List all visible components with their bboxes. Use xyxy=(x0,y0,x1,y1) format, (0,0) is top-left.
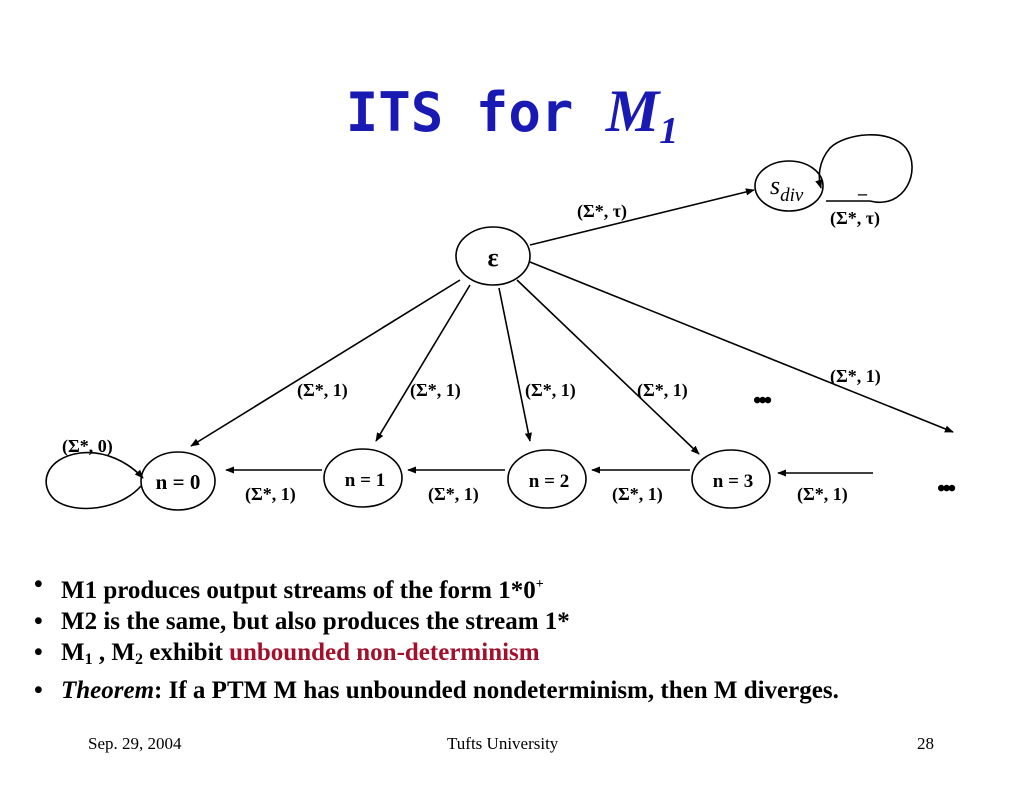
label-sdiv-loop-mark: – xyxy=(857,183,868,203)
node-n1 xyxy=(323,448,403,508)
title-prefix: ITS for xyxy=(345,81,606,144)
bullet-item: M1 produces output streams of the form 1… xyxy=(34,569,839,606)
n1-label: n = 1 xyxy=(345,470,385,491)
label-eps-to-n1: (Σ*, 1) xyxy=(410,380,461,401)
footer-date: Sep. 29, 2004 xyxy=(88,734,182,753)
ellipsis-top: ••• xyxy=(753,388,772,414)
ellipsis-right: ••• xyxy=(937,476,956,502)
loop-n0 xyxy=(45,451,144,510)
label-n2-to-n1: (Σ*, 1) xyxy=(428,484,479,505)
edge-eps-to-more xyxy=(529,261,954,433)
bullet-item: M1 , M2 exhibit unbounded non-determinis… xyxy=(34,637,839,675)
n0-label: n = 0 xyxy=(156,470,201,494)
node-n3 xyxy=(691,449,771,509)
s-div-label: sdiv xyxy=(770,171,804,206)
node-epsilon xyxy=(455,226,531,286)
edge-eps-to-n2 xyxy=(498,287,532,442)
label-eps-to-n2: (Σ*, 1) xyxy=(525,380,576,401)
bullet-item: M2 is the same, but also produces the st… xyxy=(34,606,839,637)
node-n2 xyxy=(507,449,587,509)
bullet-item: Theorem: If a PTM M has unbounded nondet… xyxy=(34,675,839,706)
label-n0-loop: (Σ*, 0) xyxy=(62,436,113,457)
n3-label: n = 3 xyxy=(713,471,753,492)
label-more-to-n3: (Σ*, 1) xyxy=(797,484,848,505)
highlight-text: unbounded non-determinism xyxy=(229,639,540,666)
slide-title: ITS for M1 xyxy=(0,78,1024,164)
footer-org: Tufts University xyxy=(447,734,559,753)
loop-s-div xyxy=(815,134,913,204)
label-eps-to-n3: (Σ*, 1) xyxy=(637,380,688,401)
label-n3-to-n2: (Σ*, 1) xyxy=(612,484,663,505)
epsilon-label: ε xyxy=(487,243,498,272)
node-s-div xyxy=(754,160,824,212)
node-n0 xyxy=(140,451,216,511)
edge-eps-to-n3 xyxy=(516,279,700,455)
label-eps-to-n0: (Σ*, 1) xyxy=(297,380,348,401)
label-eps-to-sdiv: (Σ*, τ) xyxy=(577,201,627,222)
bullet-list: M1 produces output streams of the form 1… xyxy=(34,569,839,706)
label-eps-to-more: (Σ*, 1) xyxy=(830,366,881,387)
its-state-diagram: sdiv ε n = 0 n = 1 n = 2 n = 3 (Σ*, τ) (… xyxy=(45,134,959,511)
edge-eps-to-n1 xyxy=(375,284,471,442)
edge-eps-to-sdiv xyxy=(529,188,755,246)
edge-eps-to-n0 xyxy=(190,279,461,447)
n2-label: n = 2 xyxy=(529,471,569,492)
footer-page-number: 28 xyxy=(917,734,934,753)
label-sdiv-loop: (Σ*, τ) xyxy=(830,208,880,229)
label-n1-to-n0: (Σ*, 1) xyxy=(245,484,296,505)
title-machine: M1 xyxy=(605,78,679,152)
